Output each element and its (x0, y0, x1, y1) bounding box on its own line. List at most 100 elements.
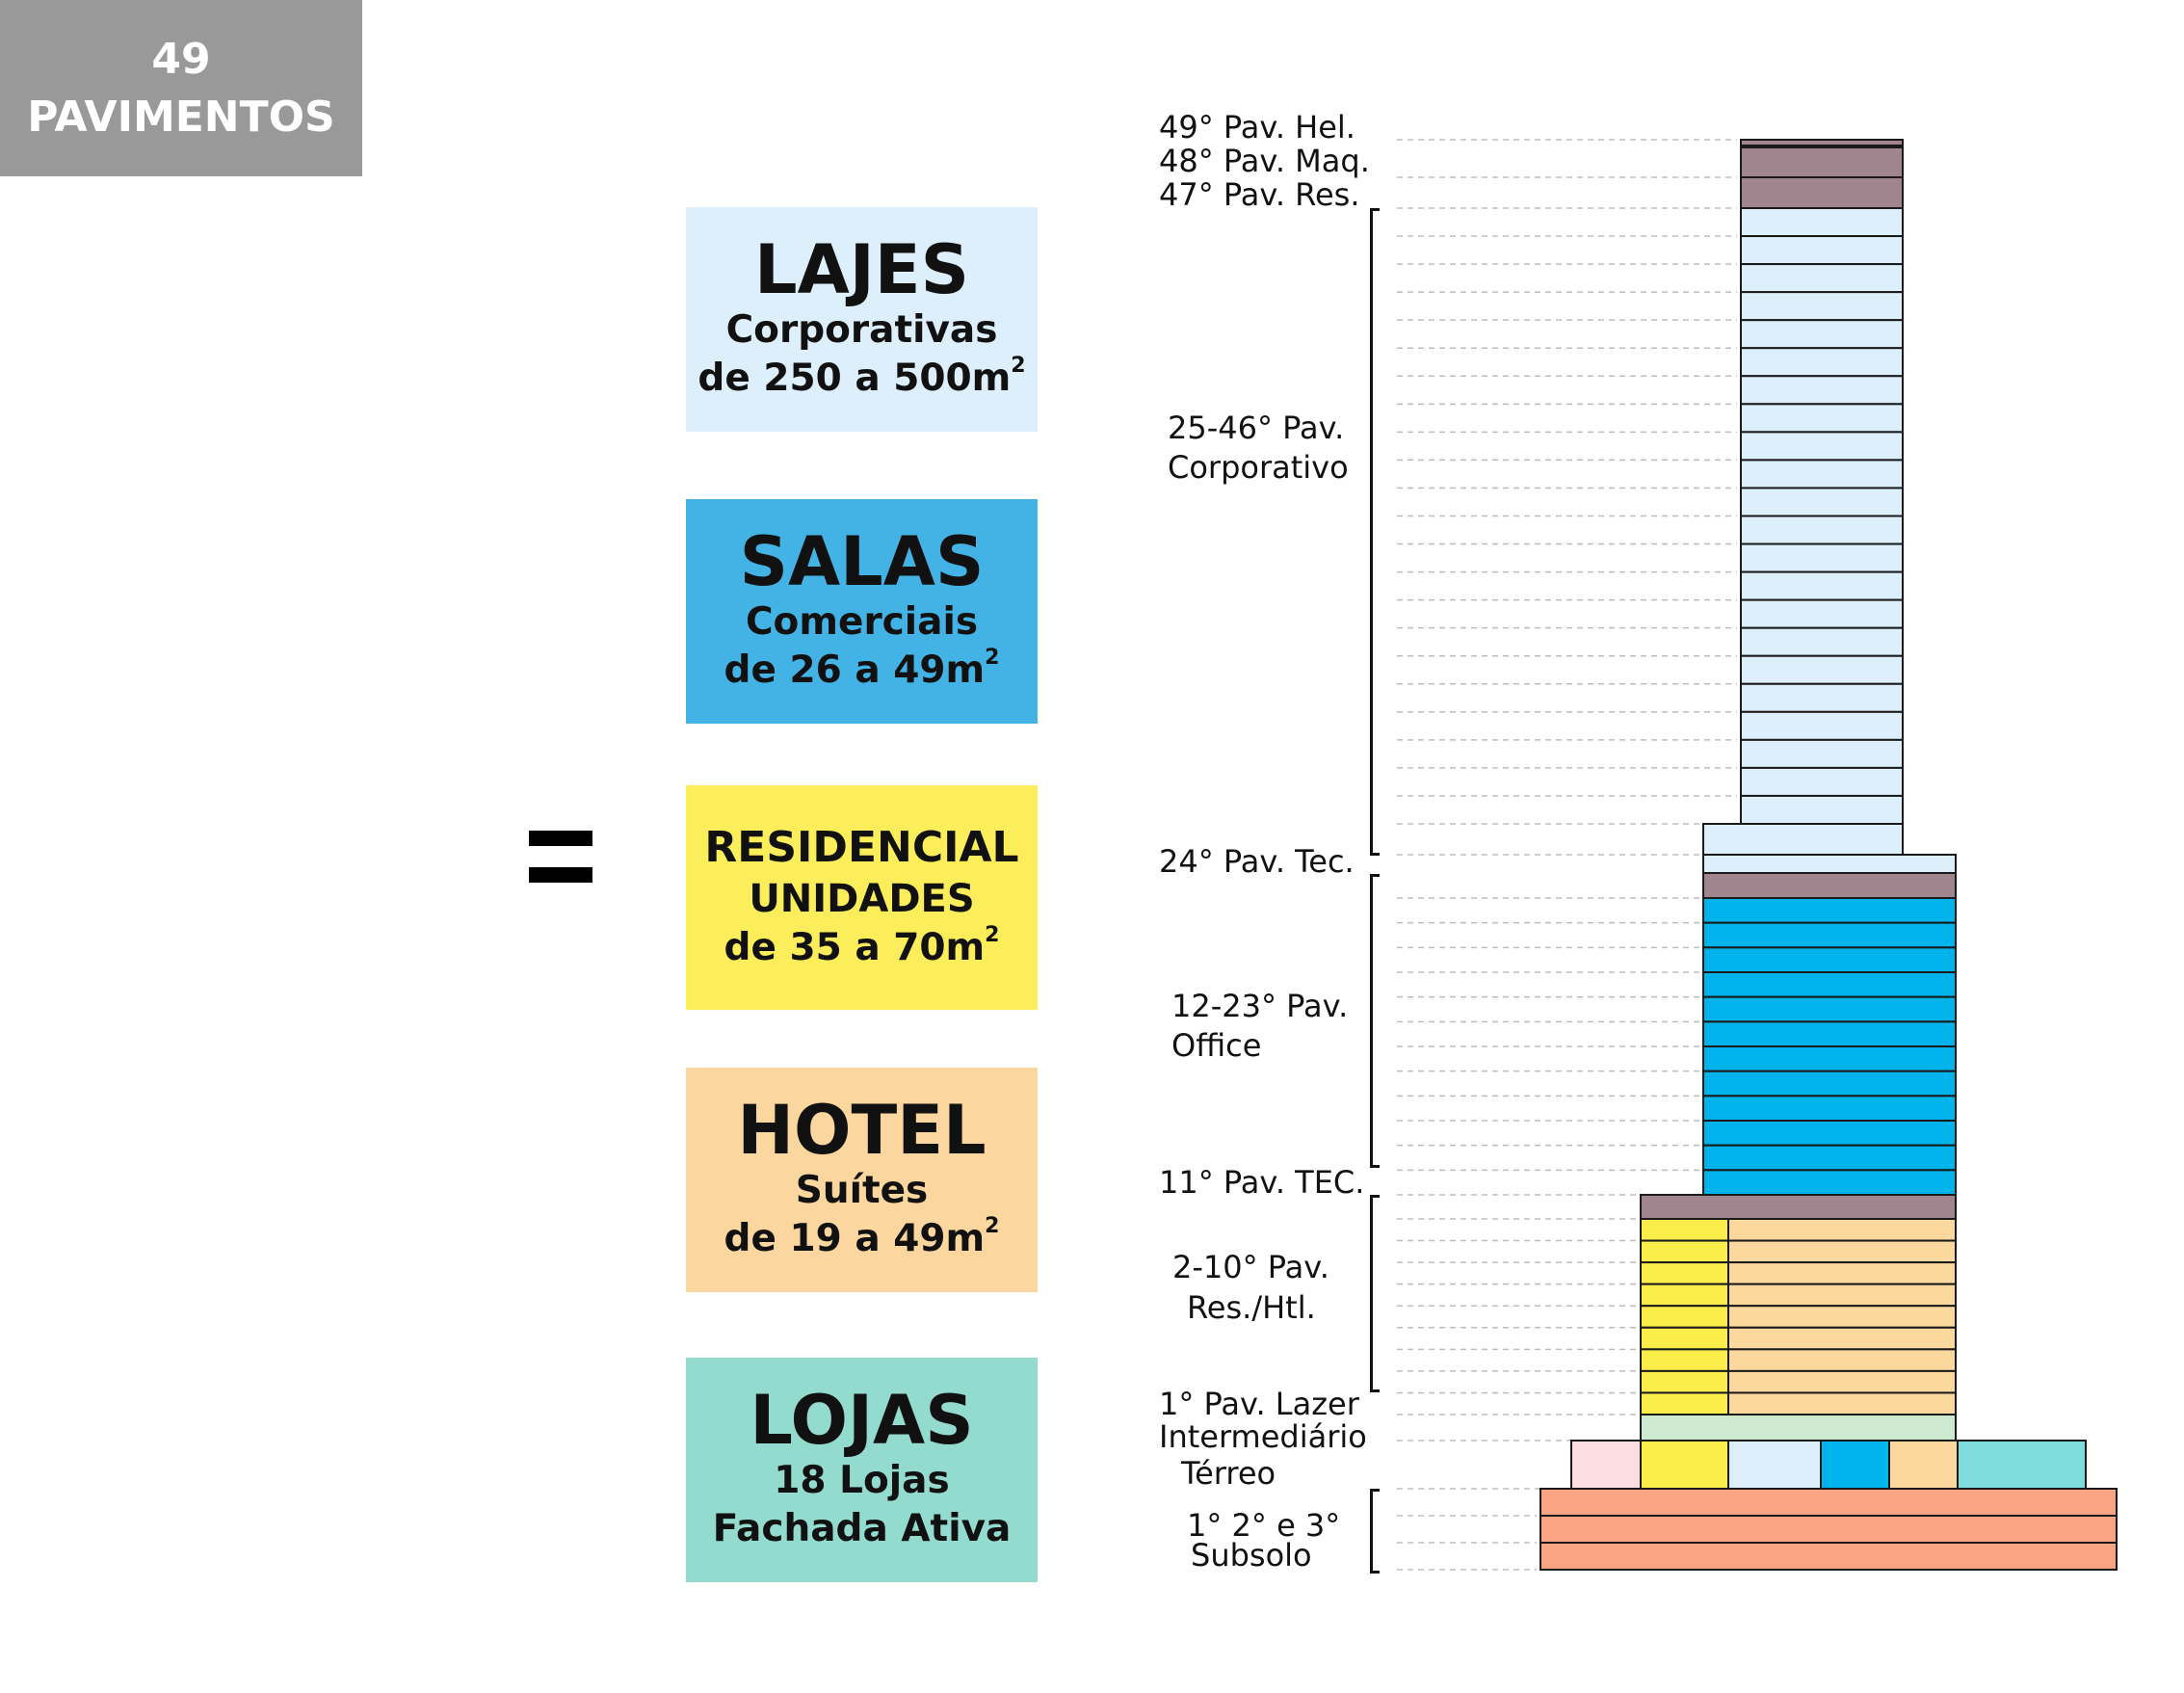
floor-guide-lines (1397, 139, 1737, 1571)
floor-office (1702, 1045, 1957, 1072)
label-heliport: 49° Pav. Hel. (1159, 109, 1355, 145)
card-lajes-title: LAJES (753, 230, 970, 310)
label-corporate-floors: 25-46° Pav. (1168, 410, 1345, 446)
floor-corporate (1740, 291, 1904, 322)
label-office-name: Office (1171, 1027, 1262, 1064)
floor-corporate (1740, 654, 1904, 685)
floor-corporate (1740, 319, 1904, 350)
equals-bar-bottom (529, 867, 592, 883)
floor-corporate (1740, 431, 1904, 462)
card-hotel: HOTEL Suítes de 19 a 49m2 (686, 1068, 1038, 1292)
card-hotel-sup: 2 (985, 1214, 1000, 1239)
floor-office (1702, 1095, 1957, 1123)
floor-office (1702, 971, 1957, 998)
floor-residential (1640, 1348, 1729, 1372)
label-corporate-name: Corporativo (1168, 449, 1349, 486)
card-hotel-line2: de 19 a 49m (724, 1217, 986, 1261)
card-lajes-sup: 2 (1011, 354, 1026, 379)
label-intermediate: Intermediário (1159, 1418, 1367, 1455)
card-lojas: LOJAS 18 Lojas Fachada Ativa (686, 1358, 1038, 1582)
floor-corporate-base (1702, 823, 1904, 856)
floor-technical-11 (1640, 1194, 1957, 1220)
label-technical-24: 24° Pav. Tec. (1159, 843, 1355, 880)
floor-corporate (1740, 626, 1904, 657)
label-res-hotel-name: Res./Htl. (1187, 1289, 1316, 1326)
floor-heliport (1740, 139, 1904, 146)
floor-ground-retail (1957, 1440, 2087, 1490)
floor-ground-retail (1640, 1440, 1729, 1490)
equals-bar-top (529, 831, 592, 846)
floor-basement (1539, 1515, 2118, 1544)
floor-ground-retail (1820, 1440, 1890, 1490)
floor-corporate (1740, 375, 1904, 406)
floor-ground-retail (1727, 1440, 1822, 1490)
total-floors-label: PAVIMENTOS (27, 92, 335, 142)
floor-leisure (1640, 1414, 1957, 1442)
floor-hotel (1727, 1326, 1957, 1351)
floor-residential (1640, 1369, 1729, 1394)
floor-basement (1539, 1488, 2118, 1517)
floor-hotel (1727, 1305, 1957, 1329)
floor-corporate (1740, 794, 1904, 825)
floor-hotel (1727, 1218, 1957, 1242)
floor-corporate (1740, 710, 1904, 741)
floor-office (1702, 1120, 1957, 1147)
card-salas-line2: de 26 a 49m (724, 648, 986, 693)
floor-corporate (1740, 207, 1904, 238)
card-hotel-line1: Suítes (795, 1168, 929, 1212)
floor-corporate (1740, 403, 1904, 434)
floor-residential (1640, 1305, 1729, 1329)
card-salas-title: SALAS (739, 522, 985, 602)
floor-hotel (1727, 1391, 1957, 1416)
floor-residential (1640, 1218, 1729, 1242)
bracket-res-hotel (1370, 1195, 1380, 1392)
label-reservoir: 47° Pav. Res. (1159, 176, 1360, 213)
floor-corporate (1740, 682, 1904, 713)
card-lajes-line1: Corporativas (725, 307, 998, 352)
card-residencial-line1: UNIDADES (749, 876, 975, 921)
floor-corporate (1740, 459, 1904, 489)
total-floors-box: 49 PAVIMENTOS (0, 0, 362, 176)
card-lojas-title: LOJAS (750, 1381, 974, 1461)
floor-corporate (1740, 235, 1904, 266)
floor-corporate (1740, 515, 1904, 545)
floor-residential (1640, 1283, 1729, 1308)
card-residencial: RESIDENCIAL UNIDADES de 35 a 70m2 (686, 785, 1038, 1010)
floor-office (1702, 1070, 1957, 1098)
floor-technical-24 (1702, 872, 1957, 899)
floor-machinery (1740, 146, 1904, 178)
card-lajes: LAJES Corporativas de 250 a 500m2 (686, 207, 1038, 432)
bracket-office (1370, 874, 1380, 1168)
floor-corporate (1740, 347, 1904, 378)
floor-basement (1539, 1542, 2118, 1571)
card-hotel-line2-wrap: de 19 a 49m2 (724, 1214, 1000, 1264)
total-floors-number: 49 (151, 35, 211, 85)
label-ground: Térreo (1181, 1455, 1276, 1492)
bracket-corporate (1370, 208, 1380, 856)
floor-corporate (1740, 766, 1904, 797)
floor-corporate (1740, 263, 1904, 294)
floor-hotel (1727, 1283, 1957, 1308)
floor-corporate (1740, 542, 1904, 573)
floor-office (1702, 946, 1957, 973)
floor-office (1702, 921, 1957, 949)
card-salas: SALAS Comerciais de 26 a 49m2 (686, 499, 1038, 724)
floor-office (1702, 1169, 1957, 1197)
label-res-hotel-floors: 2-10° Pav. (1172, 1249, 1329, 1285)
floor-reservoir (1740, 176, 1904, 209)
label-basement-name: Subsolo (1191, 1537, 1312, 1574)
label-machinery: 48° Pav. Maq. (1159, 143, 1370, 179)
card-salas-line1: Comerciais (745, 599, 979, 644)
card-lojas-line2: Fachada Ativa (712, 1507, 1012, 1551)
card-hotel-title: HOTEL (737, 1091, 987, 1171)
card-lojas-line1: 18 Lojas (774, 1458, 950, 1502)
card-residencial-line2-wrap: de 35 a 70m2 (724, 922, 1000, 973)
floor-hotel (1727, 1239, 1957, 1264)
card-residencial-sup: 2 (985, 922, 1000, 947)
floor-residential (1640, 1326, 1729, 1351)
tower-floors (1539, 139, 2118, 1571)
floor-corporate (1740, 487, 1904, 517)
floor-corporate (1740, 598, 1904, 629)
floor-residential (1640, 1261, 1729, 1285)
